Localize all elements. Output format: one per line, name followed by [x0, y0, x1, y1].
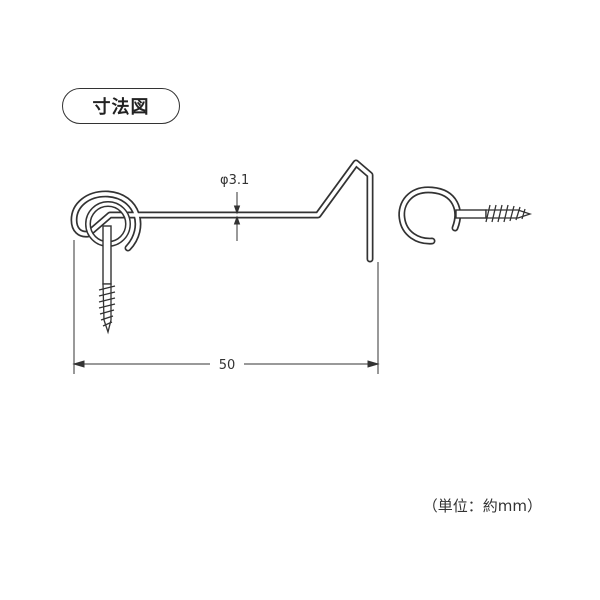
separate-eye-screw	[398, 186, 533, 245]
diameter-dimension	[233, 192, 241, 241]
diagram-title: 寸法図	[62, 88, 180, 124]
hook-eye-screw	[85, 201, 131, 335]
length-label: 50	[219, 358, 236, 373]
length-dimension	[72, 240, 380, 374]
unit-note: （単位：約mm）	[422, 497, 542, 515]
diameter-label: φ3.1	[220, 173, 249, 188]
